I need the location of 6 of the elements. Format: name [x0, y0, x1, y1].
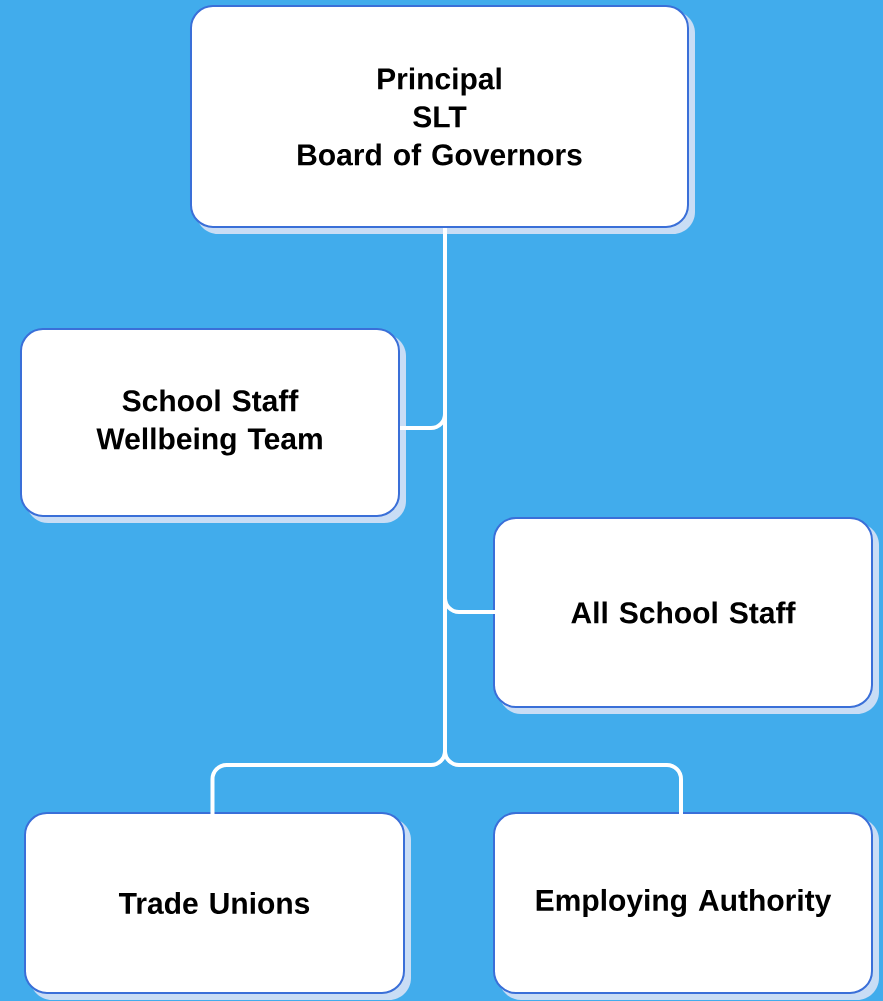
- org-box: Principal SLT Board of Governors: [190, 5, 695, 234]
- org-box: Trade Unions: [24, 812, 411, 1000]
- org-box: All School Staff: [493, 517, 879, 714]
- connector-line: [443, 228, 683, 814]
- org-box: School Staff Wellbeing Team: [20, 328, 406, 523]
- org-box: Employing Authority: [493, 812, 879, 1000]
